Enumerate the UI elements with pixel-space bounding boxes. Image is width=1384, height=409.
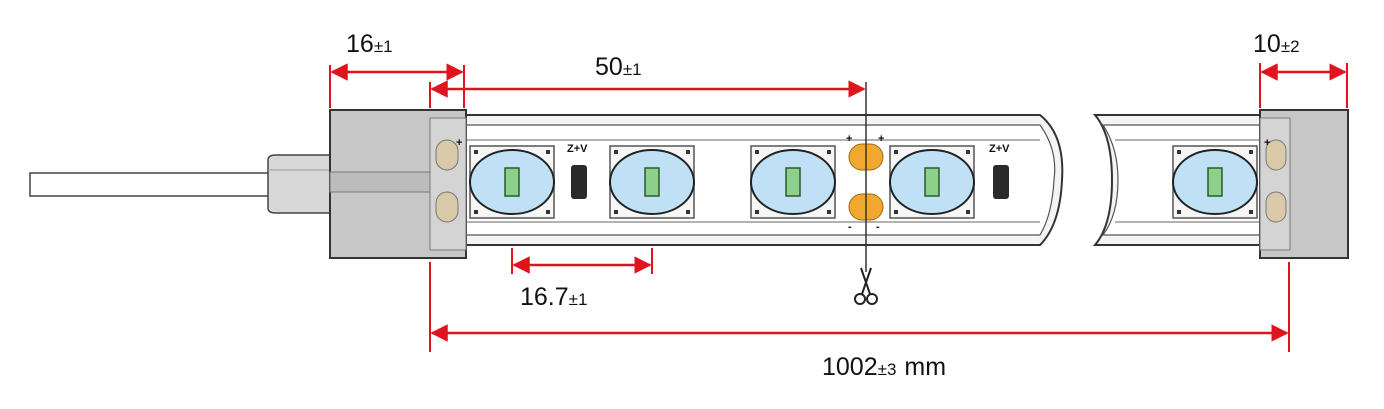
dimension-label: 10±2 <box>1253 30 1300 58</box>
led <box>750 145 836 219</box>
zener-label: Z+V <box>989 143 1010 155</box>
dimension-led-pitch: 16.7±1 <box>511 248 653 311</box>
led <box>609 145 695 219</box>
power-cable <box>29 154 336 214</box>
left-end-cap: + <box>329 109 467 259</box>
dimension-label: 16.7±1 <box>520 283 587 311</box>
led-group <box>469 145 1258 219</box>
scissors-icon <box>854 267 878 305</box>
zener-diode: Z+V <box>989 143 1010 199</box>
plus-label: + <box>1264 137 1270 149</box>
zener-label: Z+V <box>567 143 588 155</box>
plus-label: + <box>456 137 462 149</box>
led <box>1172 145 1258 219</box>
minus-label: - <box>876 221 880 233</box>
led <box>469 145 555 219</box>
dimension-end-cap-right: 10±2 <box>1253 30 1348 108</box>
dimension-segment-pitch: 50±1 <box>429 53 866 108</box>
right-end-cap: + <box>1259 109 1349 259</box>
dimension-label: 16±1 <box>346 30 393 58</box>
led <box>889 145 975 219</box>
zener-diode: Z+V <box>567 143 588 199</box>
plus-label: + <box>878 133 884 145</box>
dimension-end-cap-left: 16±1 <box>329 30 465 108</box>
minus-label: - <box>848 221 852 233</box>
plus-label: + <box>846 133 852 145</box>
dimension-label: 50±1 <box>595 53 642 81</box>
